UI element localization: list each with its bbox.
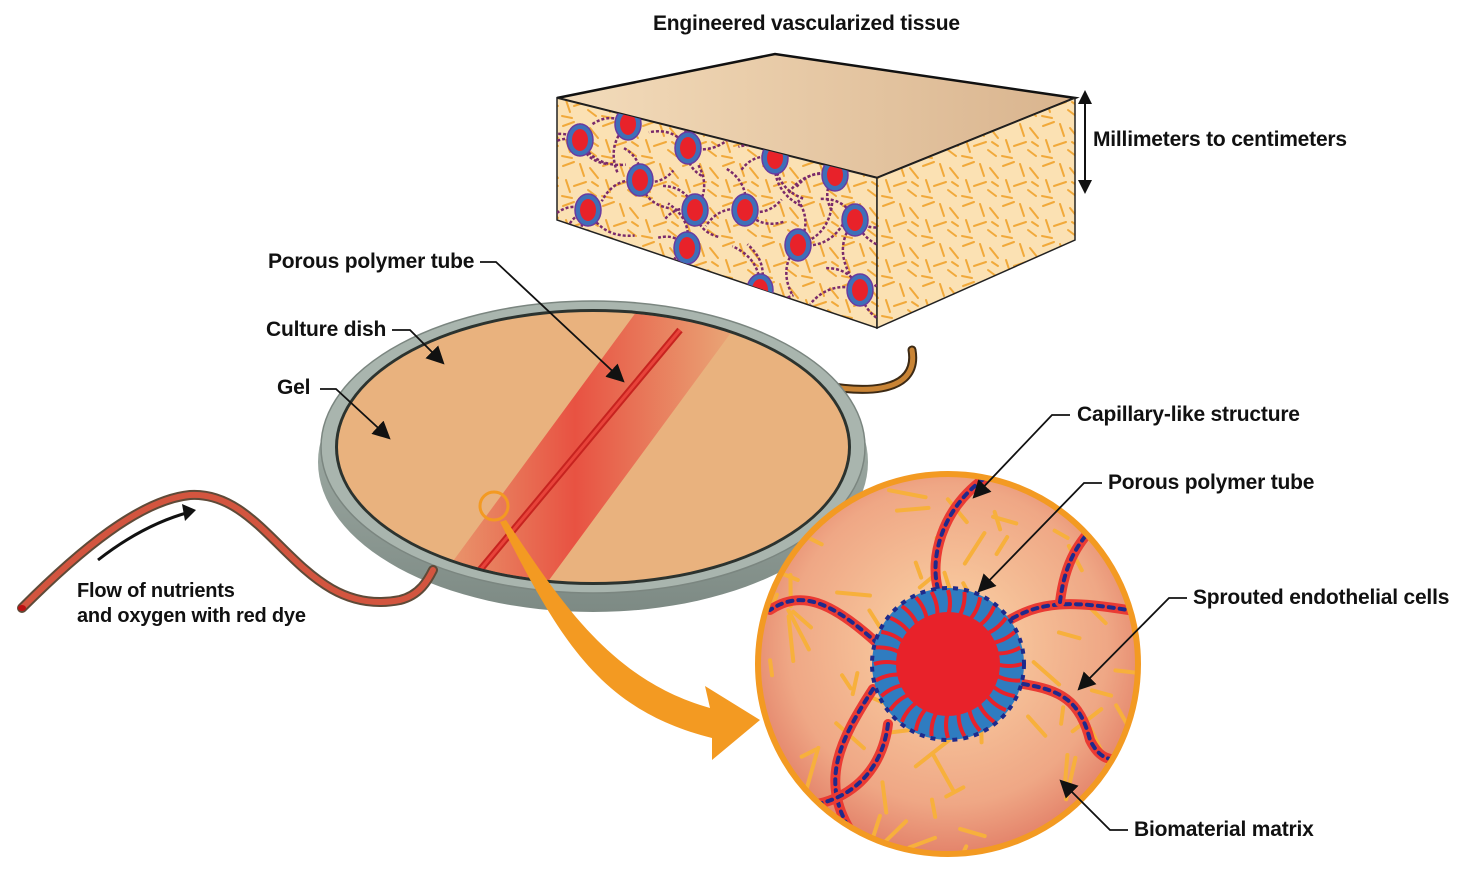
double-arrow-icon: [1078, 90, 1092, 194]
label-engineered-tissue: Engineered vascularized tissue: [653, 12, 960, 35]
tissue-block: [556, 52, 1080, 330]
callout-leaders: [320, 261, 1187, 831]
label-flow-line1: Flow of nutrients: [77, 580, 235, 602]
magnify-arrow-icon: [500, 520, 760, 760]
callout-arrow-icon: [1059, 779, 1128, 831]
callout-arrow-icon: [480, 261, 625, 383]
label-flow-line2: and oxygen with red dye: [77, 605, 306, 627]
zoom-highlight-circle: [478, 490, 510, 522]
callout-arrow-icon: [1077, 597, 1187, 691]
callout-arrow-icon: [972, 414, 1070, 499]
culture-dish: [318, 300, 868, 612]
tissue-block-side: [876, 96, 1076, 330]
label-porous-tube-inset: Porous polymer tube: [1108, 471, 1315, 494]
label-flow: Flow of nutrients and oxygen with red dy…: [77, 579, 306, 629]
label-biomaterial: Biomaterial matrix: [1134, 818, 1314, 841]
label-capillary: Capillary-like structure: [1077, 403, 1300, 426]
flow-arrow-icon: [97, 510, 191, 562]
callout-arrow-icon: [977, 482, 1102, 593]
inset-magnified-view: [755, 471, 1141, 857]
callout-arrow-icon: [392, 329, 445, 365]
callout-arrow-icon: [320, 388, 391, 440]
label-sprouted-cells: Sprouted endothelial cells: [1193, 586, 1450, 609]
label-culture-dish: Culture dish: [266, 318, 387, 341]
label-porous-tube-top: Porous polymer tube: [268, 250, 475, 273]
label-scale: Millimeters to centimeters: [1093, 128, 1347, 151]
label-gel: Gel: [277, 376, 311, 399]
